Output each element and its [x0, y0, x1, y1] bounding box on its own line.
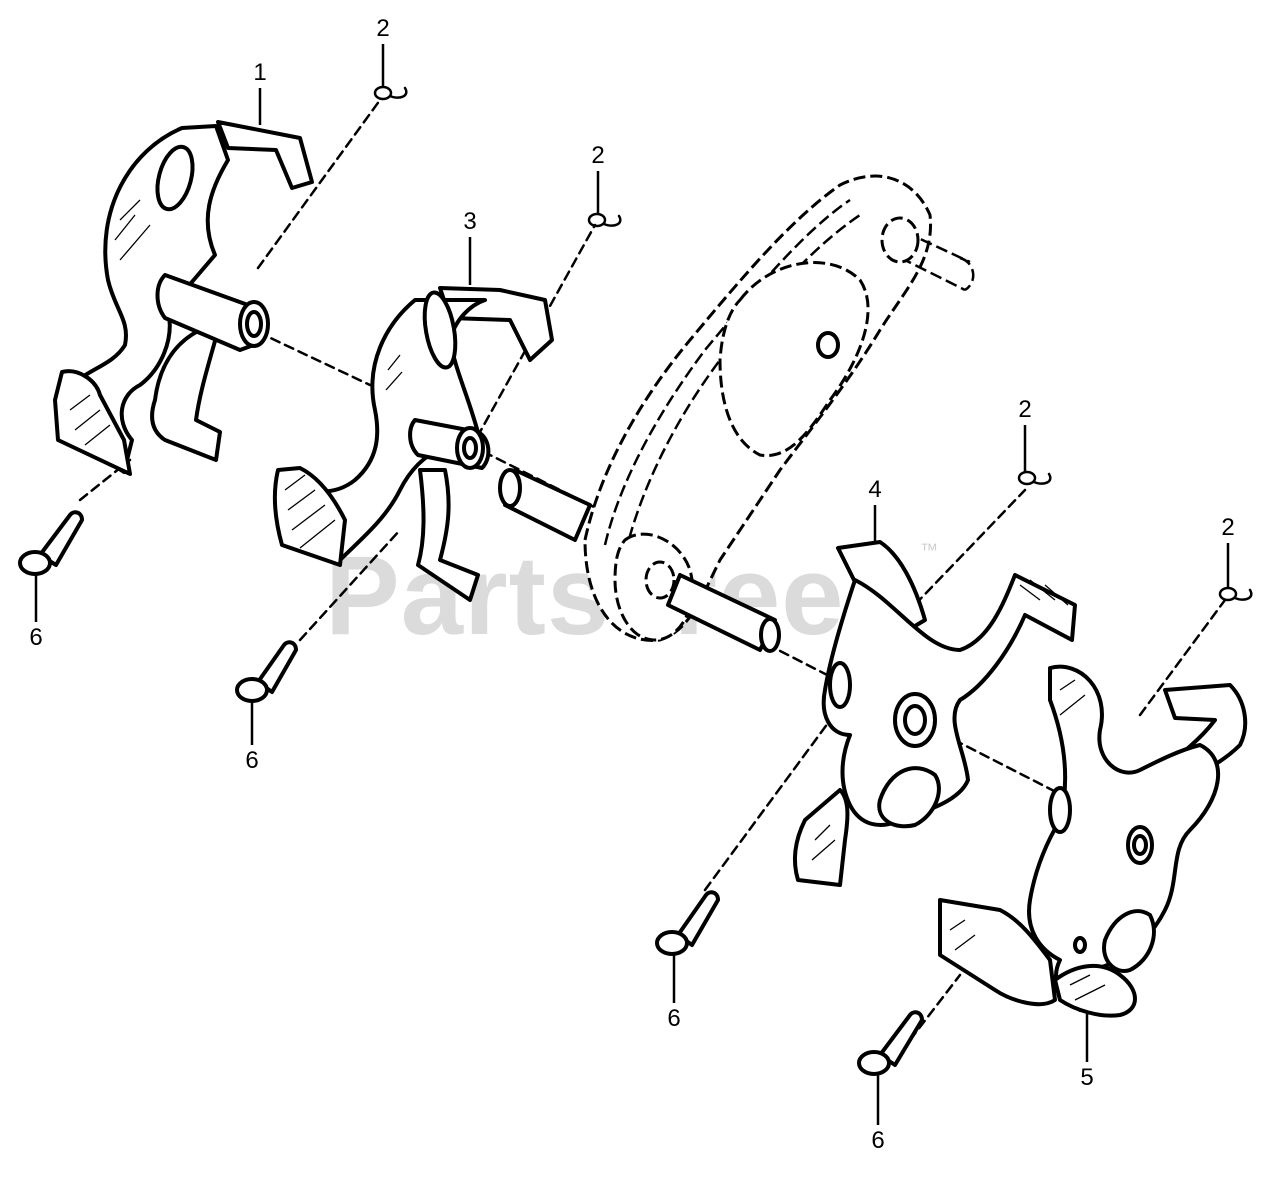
hairpin-clip-d	[1218, 586, 1253, 602]
watermark-trademark: ™	[920, 540, 938, 560]
gearbox-housing-phantom	[583, 174, 975, 642]
axle-shaft	[498, 468, 781, 653]
callout-5: 5	[1080, 1064, 1093, 1091]
hairpin-clip-c	[1017, 470, 1052, 486]
tine-5	[938, 664, 1248, 1018]
callout-2-d: 2	[1221, 514, 1234, 541]
clevis-pin-c	[655, 890, 720, 956]
callout-1: 1	[253, 59, 266, 86]
callout-6-a: 6	[29, 624, 42, 651]
hairpin-clip-a	[373, 85, 408, 101]
clevis-pin-d	[857, 1010, 924, 1076]
clevis-pin-b	[235, 640, 298, 703]
tine-1	[53, 120, 314, 476]
callout-6-c: 6	[667, 1005, 680, 1032]
callout-2-a: 2	[376, 15, 389, 42]
hairpin-clip-b	[587, 212, 622, 228]
tine-4	[792, 540, 1077, 887]
callout-2-b: 2	[591, 142, 604, 169]
callout-leaders	[34, 44, 1230, 1125]
clevis-pin-a	[18, 510, 84, 576]
callout-4: 4	[868, 476, 881, 503]
callout-3: 3	[463, 208, 476, 235]
callout-6-d: 6	[871, 1127, 884, 1154]
tine-3	[272, 286, 554, 602]
callout-6-b: 6	[245, 747, 258, 774]
callout-2-c: 2	[1018, 396, 1031, 423]
